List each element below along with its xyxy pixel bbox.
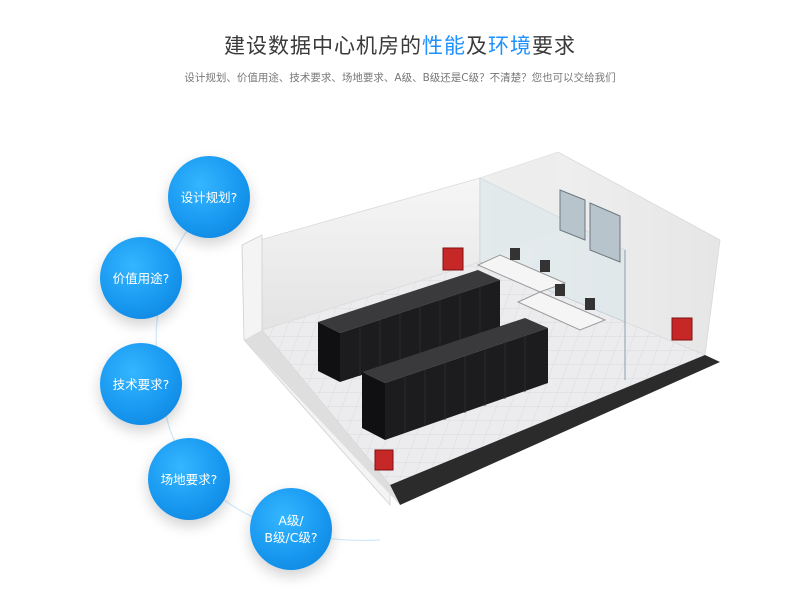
bubble-label-line2: B级/C级? [264, 530, 318, 545]
server-rack-icon [362, 318, 548, 440]
office-windows [559, 189, 621, 263]
bubble-label-line1: A级/ [278, 513, 304, 528]
fire-extinguisher-icon [671, 317, 693, 341]
fire-extinguisher-icon [374, 449, 394, 471]
bubble-label: 设计规划? [180, 189, 238, 205]
office-desk-icon [476, 248, 607, 331]
title-text-2: 及 [466, 34, 488, 58]
room-floor-edge-left [244, 330, 400, 505]
bubble-label: 场地要求? [160, 471, 218, 487]
bubble-technical-requirements[interactable]: 技术要求? [100, 343, 182, 425]
page-subtitle: 设计规划、价值用途、技术要求、场地要求、A级、B级还是C级？不清楚？您也可以交给… [184, 72, 616, 84]
bubble-label: A级/ B级/C级? [264, 512, 317, 546]
bubble-grade-level[interactable]: A级/ B级/C级? [250, 488, 332, 570]
bubble-value-usage[interactable]: 价值用途? [100, 237, 182, 319]
page-header: 建设数据中心机房的性能及环境要求 设计规划、价值用途、技术要求、场地要求、A级、… [0, 30, 800, 85]
office-partition [480, 152, 558, 262]
fire-extinguisher-icon [442, 247, 464, 271]
bubble-site-requirements[interactable]: 场地要求? [148, 438, 230, 520]
bubble-design-planning[interactable]: 设计规划? [168, 156, 250, 238]
title-text-3: 要求 [532, 34, 576, 58]
page-title: 建设数据中心机房的性能及环境要求 [0, 30, 800, 60]
title-text-1: 建设数据中心机房的 [224, 34, 422, 58]
bubble-label: 技术要求? [112, 376, 170, 392]
room-floor-edge [390, 355, 720, 505]
server-rack-icon [318, 270, 500, 382]
title-highlight-performance: 性能 [422, 34, 466, 58]
bubble-label: 价值用途? [112, 270, 170, 286]
title-highlight-environment: 环境 [488, 34, 532, 58]
